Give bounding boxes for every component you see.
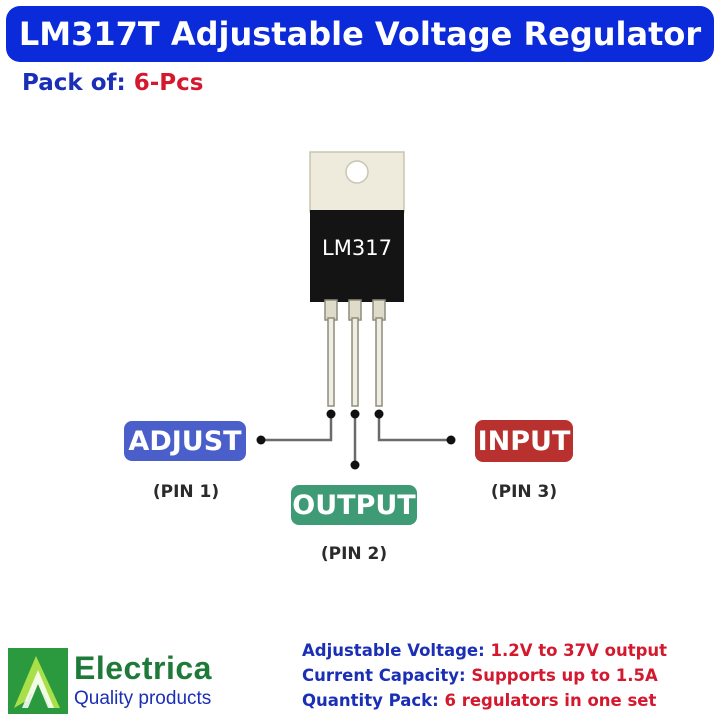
ic-body bbox=[310, 210, 404, 302]
spec-key: Quantity Pack: bbox=[302, 691, 439, 710]
pin-adjust-number: (PIN 1) bbox=[152, 482, 220, 502]
pack-info: Pack of: 6-Pcs bbox=[22, 70, 203, 96]
pin-adjust-badge: ADJUST bbox=[124, 421, 246, 461]
spec-value: 6 regulators in one set bbox=[444, 691, 657, 710]
connection-lines bbox=[262, 414, 450, 464]
mounting-hole bbox=[345, 160, 369, 184]
spec-item: Quantity Pack: 6 regulators in one set bbox=[302, 688, 714, 713]
ic-marking: LM317 bbox=[322, 236, 392, 260]
pack-label: Pack of: bbox=[22, 70, 126, 96]
page-title: LM317T Adjustable Voltage Regulator bbox=[18, 15, 702, 53]
brand-logo-icon bbox=[8, 648, 68, 714]
brand-tagline: Quality products bbox=[74, 688, 212, 709]
spec-key: Current Capacity: bbox=[302, 666, 466, 685]
brand-name: Electrica bbox=[74, 650, 212, 686]
connection-dots bbox=[256, 409, 456, 470]
spec-list: Adjustable Voltage: 1.2V to 37V output C… bbox=[302, 638, 714, 713]
pack-value: 6-Pcs bbox=[133, 70, 204, 96]
pin-input-number: (PIN 3) bbox=[490, 482, 558, 502]
spec-value: Supports up to 1.5A bbox=[471, 666, 658, 685]
pin-output-badge: OUTPUT bbox=[291, 485, 417, 525]
pin-input-badge: INPUT bbox=[475, 420, 573, 462]
spec-item: Adjustable Voltage: 1.2V to 37V output bbox=[302, 638, 714, 663]
title-banner: LM317T Adjustable Voltage Regulator bbox=[6, 6, 714, 62]
spec-value: 1.2V to 37V output bbox=[490, 641, 668, 660]
spec-key: Adjustable Voltage: bbox=[302, 641, 485, 660]
spec-item: Current Capacity: Supports up to 1.5A bbox=[302, 663, 714, 688]
ic-legs bbox=[324, 299, 386, 407]
pin-output-number: (PIN 2) bbox=[320, 544, 388, 564]
